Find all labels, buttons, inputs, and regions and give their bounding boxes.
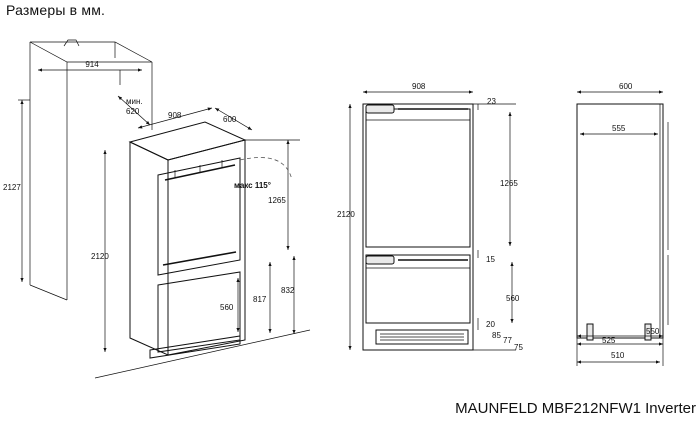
front-height-label: 2120 — [337, 210, 355, 219]
side-depth-label: 600 — [619, 82, 633, 91]
plinth-c-label: 75 — [514, 343, 523, 352]
top-gap-label: 23 — [487, 97, 496, 106]
bottom-gap-label: 20 — [486, 320, 495, 329]
unit-width-label: 908 — [168, 111, 182, 120]
base-510-label: 510 — [611, 351, 625, 360]
dim-unit-width: 908 — [137, 107, 213, 129]
dim-niche-height: 2127 — [3, 99, 30, 282]
bottom-outer-label: 832 — [281, 286, 295, 295]
perspective-view: 914 2127 мин. 620 — [3, 39, 311, 379]
dim-bottom-doors: 832 817 560 — [220, 256, 296, 334]
dim-unit-depth: 600 — [214, 107, 253, 131]
plinth-b-label: 77 — [503, 336, 512, 345]
base-550-label: 550 — [646, 327, 660, 336]
lower-door-label: 560 — [506, 294, 520, 303]
page-title: Размеры в мм. — [6, 2, 106, 18]
side-view: 600 555 550 525 510 — [576, 82, 669, 366]
top-door-label: 1265 — [268, 196, 286, 205]
bottom-mid-label: 817 — [253, 295, 267, 304]
door-gap-label: 15 — [486, 255, 495, 264]
max-angle-label: макс 115° — [234, 181, 271, 190]
bottom-inner-label: 560 — [220, 303, 234, 312]
front-width-label: 908 — [412, 82, 426, 91]
unit-height-label: 2120 — [91, 252, 109, 261]
dim-top-door: 1265 — [245, 139, 300, 250]
upper-door-label: 1265 — [500, 179, 518, 188]
side-inner-depth-label: 555 — [612, 124, 626, 133]
model-caption: MAUNFELD MBF212NFW1 Inverter — [455, 400, 696, 417]
front-view: 908 2120 23 1265 15 560 20 85 77 75 — [337, 82, 523, 352]
dim-unit-height: 2120 — [91, 150, 109, 352]
niche-outline — [29, 39, 153, 301]
unit-depth-label: 600 — [223, 115, 237, 124]
niche-width-label: 914 — [85, 60, 99, 69]
min-depth-value: 620 — [126, 107, 140, 116]
base-525-label: 525 — [602, 336, 616, 345]
dim-niche-width: 914 — [38, 60, 142, 72]
niche-height-label: 2127 — [3, 183, 21, 192]
min-depth-word: мин. — [126, 97, 143, 106]
door-swing-angle: макс 115° — [234, 157, 293, 190]
plinth-a-label: 85 — [492, 331, 501, 340]
fridge-body — [128, 121, 247, 359]
